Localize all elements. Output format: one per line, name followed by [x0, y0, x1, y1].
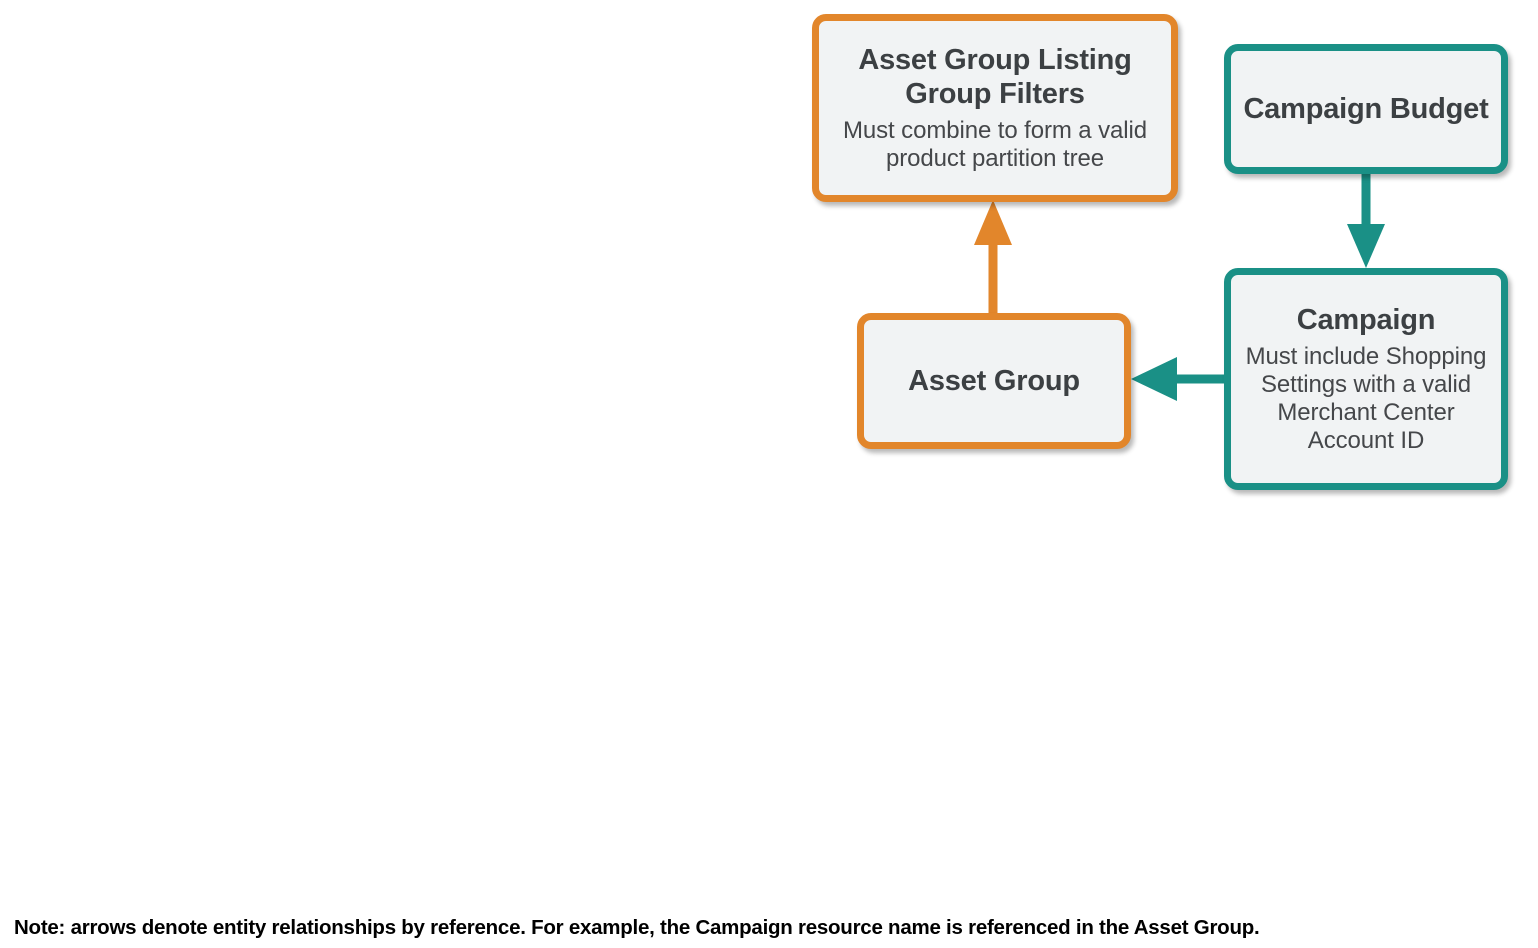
node-title: Asset Group Listing Group Filters: [858, 43, 1132, 110]
node-title: Campaign: [1296, 303, 1436, 336]
node-campaign-budget[interactable]: Campaign Budget: [1224, 44, 1508, 174]
arrow-head-left: [1131, 357, 1177, 401]
arrow-head-down: [1347, 224, 1385, 268]
arrow-campaign-to-asset-group: [1131, 357, 1224, 401]
diagram-note: Note: arrows denote entity relationships…: [14, 916, 1260, 939]
node-subtitle: Must combine to form a valid product par…: [843, 117, 1147, 173]
node-title: Campaign Budget: [1243, 92, 1489, 125]
arrow-campaign-budget-to-campaign: [1347, 174, 1385, 268]
arrow-asset-group-to-filters: [974, 200, 1012, 313]
node-subtitle: Must include Shopping Settings with a va…: [1245, 342, 1487, 455]
node-asset-group-listing-group-filters[interactable]: Asset Group Listing Group Filters Must c…: [812, 14, 1178, 202]
node-title: Asset Group: [908, 364, 1080, 397]
node-asset-group[interactable]: Asset Group: [857, 313, 1131, 449]
arrow-head-up: [974, 200, 1012, 245]
node-campaign[interactable]: Campaign Must include Shopping Settings …: [1224, 268, 1508, 490]
